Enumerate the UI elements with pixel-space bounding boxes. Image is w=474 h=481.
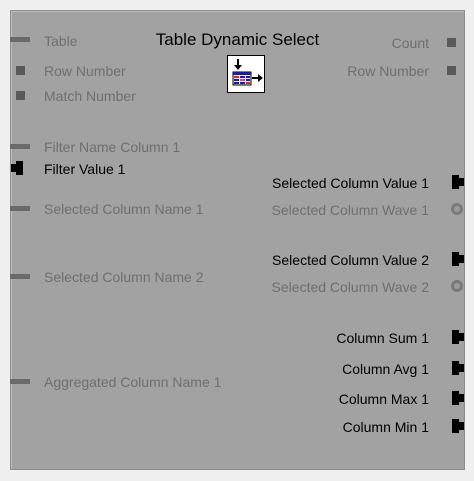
input-row-number-label: Row Number <box>44 63 126 79</box>
table-select-icon[interactable] <box>227 55 265 93</box>
wire-output-icon[interactable] <box>452 252 464 266</box>
unwired-output-icon[interactable] <box>447 66 456 75</box>
wave-output-icon[interactable] <box>450 202 464 216</box>
output-count-label: Count <box>391 35 429 51</box>
unwired-input-icon[interactable] <box>16 66 25 75</box>
wire-output-icon[interactable] <box>452 391 464 405</box>
wire-output-icon[interactable] <box>452 330 464 344</box>
wave-output-icon[interactable] <box>450 279 464 293</box>
output-row-number-label: Row Number <box>347 63 429 79</box>
unwired-input-icon[interactable] <box>10 144 30 149</box>
output-selected-col-wave-2-label: Selected Column Wave 2 <box>271 279 429 295</box>
input-match-number-label: Match Number <box>44 88 136 104</box>
output-column-sum-1-label: Column Sum 1 <box>336 330 429 346</box>
input-aggregated-col-name-1-label: Aggregated Column Name 1 <box>44 374 222 390</box>
output-column-avg-1-label: Column Avg 1 <box>342 361 429 377</box>
unwired-input-icon[interactable] <box>10 274 30 279</box>
unwired-input-icon[interactable] <box>10 37 30 42</box>
input-table-label: Table <box>44 33 78 49</box>
input-filter-value-1-label: Filter Value 1 <box>44 161 126 177</box>
output-column-min-1-label: Column Min 1 <box>342 419 429 435</box>
wire-input-icon[interactable] <box>11 161 23 175</box>
output-column-max-1-label: Column Max 1 <box>338 391 429 407</box>
unwired-input-icon[interactable] <box>10 379 30 384</box>
output-selected-col-value-1-label: Selected Column Value 1 <box>272 175 429 191</box>
block-title: Table Dynamic Select <box>155 30 320 49</box>
output-selected-col-value-2-label: Selected Column Value 2 <box>272 252 429 268</box>
input-selected-col-name-2-label: Selected Column Name 2 <box>44 269 204 285</box>
block-panel[interactable]: Table Dynamic Select Table Row Number Ma… <box>10 10 465 470</box>
input-filter-name-col-1-label: Filter Name Column 1 <box>44 139 181 155</box>
unwired-output-icon[interactable] <box>447 38 456 47</box>
wire-output-icon[interactable] <box>452 175 464 189</box>
wire-output-icon[interactable] <box>452 361 464 375</box>
unwired-input-icon[interactable] <box>10 206 30 211</box>
unwired-input-icon[interactable] <box>16 91 25 100</box>
input-selected-col-name-1-label: Selected Column Name 1 <box>44 201 204 217</box>
output-selected-col-wave-1-label: Selected Column Wave 1 <box>271 202 429 218</box>
wire-output-icon[interactable] <box>452 419 464 433</box>
